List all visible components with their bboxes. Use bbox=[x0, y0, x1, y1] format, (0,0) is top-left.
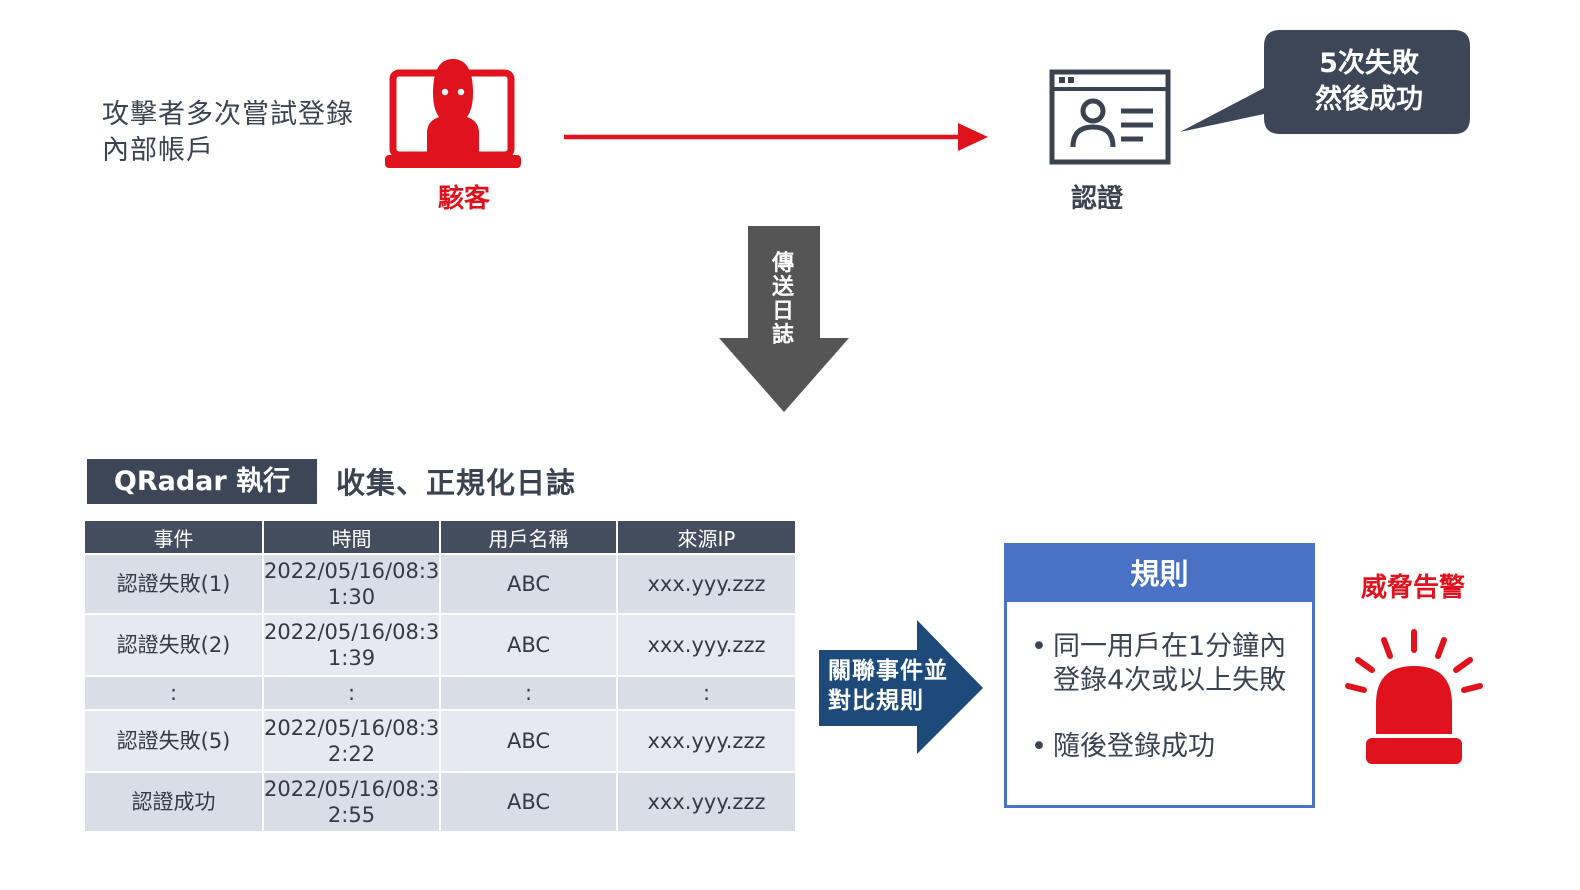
column-header-event: 事件 bbox=[85, 521, 264, 554]
speech-bubble-text: 5次失敗 然後成功 bbox=[1290, 46, 1448, 118]
user-cell: ABC bbox=[440, 771, 618, 831]
ip-cell: xxx.yyy.zzz bbox=[617, 553, 795, 614]
rule-item-2-text: 隨後登錄成功 bbox=[1053, 731, 1215, 762]
time-cell-line1: 2022/05/16/08:3 bbox=[264, 716, 440, 740]
user-cell: : bbox=[440, 675, 618, 710]
ip-cell: xxx.yyy.zzz bbox=[617, 613, 795, 676]
siren-icon bbox=[1345, 629, 1483, 764]
authentication-label: 認證 bbox=[1070, 184, 1123, 214]
attacker-description-line2: 內部帳戶 bbox=[102, 135, 214, 166]
column-header-time: 時間 bbox=[263, 521, 441, 554]
correlate-arrow bbox=[819, 620, 983, 754]
rule-item-2: •隨後登錄成功 bbox=[1031, 730, 1215, 764]
rule-item-1: •同一用戶在1分鐘內登錄4次或以上失敗 bbox=[1031, 630, 1286, 698]
user-cell: ABC bbox=[440, 553, 618, 614]
bubble-line1: 5次失敗 bbox=[1319, 48, 1419, 79]
send-logs-char: 誌 bbox=[771, 323, 794, 348]
correlate-line2: 對比規則 bbox=[828, 688, 924, 714]
user-cell: ABC bbox=[440, 709, 618, 772]
attack-arrow bbox=[564, 123, 988, 151]
rule-title: 規則 bbox=[1007, 546, 1312, 602]
send-logs-char: 日 bbox=[771, 299, 794, 324]
bullet-icon: • bbox=[1031, 631, 1047, 662]
time-cell-line1: 2022/05/16/08:3 bbox=[264, 559, 440, 583]
send-logs-arrow bbox=[719, 226, 849, 412]
column-header-user: 用戶名稱 bbox=[440, 521, 618, 554]
bullet-icon: • bbox=[1031, 731, 1047, 762]
bubble-line2: 然後成功 bbox=[1315, 84, 1423, 115]
qradar-caption: 收集、正規化日誌 bbox=[336, 466, 577, 500]
time-cell-line2: 2:55 bbox=[327, 803, 376, 827]
correlate-text: 關聯事件並 對比規則 bbox=[828, 656, 948, 716]
column-header-ip: 來源IP bbox=[617, 521, 795, 554]
time-cell-line2: 2:22 bbox=[327, 742, 376, 766]
rule-item-1-line1: 同一用戶在1分鐘內 bbox=[1053, 631, 1287, 662]
table-header-row: 事件 時間 用戶名稱 來源IP bbox=[85, 521, 795, 554]
event-cell: 認證失敗(5) bbox=[85, 709, 264, 772]
qradar-box: QRadar 執行 bbox=[87, 459, 317, 504]
rule-item-1-line2: 登錄4次或以上失敗 bbox=[1053, 665, 1287, 696]
speech-bubble bbox=[1180, 30, 1470, 134]
user-cell: ABC bbox=[440, 613, 618, 676]
hacker-laptop-icon bbox=[385, 59, 521, 168]
table-row: : : : : bbox=[85, 675, 795, 710]
time-cell-line2: 1:39 bbox=[327, 646, 376, 670]
time-cell-line1: 2022/05/16/08:3 bbox=[264, 777, 440, 801]
correlate-line1: 關聯事件並 bbox=[828, 658, 948, 684]
attacker-description: 攻擊者多次嘗試登錄 內部帳戶 bbox=[102, 97, 354, 169]
attacker-description-line1: 攻擊者多次嘗試登錄 bbox=[102, 99, 354, 130]
ip-cell: xxx.yyy.zzz bbox=[617, 709, 795, 772]
event-cell: 認證成功 bbox=[85, 771, 264, 831]
time-cell-line1: 2022/05/16/08:3 bbox=[264, 620, 440, 644]
event-cell: 認證失敗(2) bbox=[85, 613, 264, 676]
ip-cell: xxx.yyy.zzz bbox=[617, 771, 795, 831]
event-cell: 認證失敗(1) bbox=[85, 553, 264, 614]
authentication-window-icon bbox=[1049, 69, 1171, 165]
threat-alert-label: 威脅告警 bbox=[1360, 573, 1465, 603]
send-logs-text: 傳 送 日 誌 bbox=[768, 252, 798, 348]
hacker-label: 駭客 bbox=[437, 184, 490, 214]
rule-box: 規則 •同一用戶在1分鐘內登錄4次或以上失敗 •隨後登錄成功 bbox=[1004, 543, 1315, 808]
send-logs-char: 送 bbox=[771, 275, 794, 300]
time-cell-line2: 1:30 bbox=[327, 585, 376, 609]
ip-cell: : bbox=[617, 675, 795, 710]
time-cell: : bbox=[263, 675, 441, 710]
event-cell: : bbox=[85, 675, 264, 710]
send-logs-char: 傳 bbox=[771, 251, 794, 276]
